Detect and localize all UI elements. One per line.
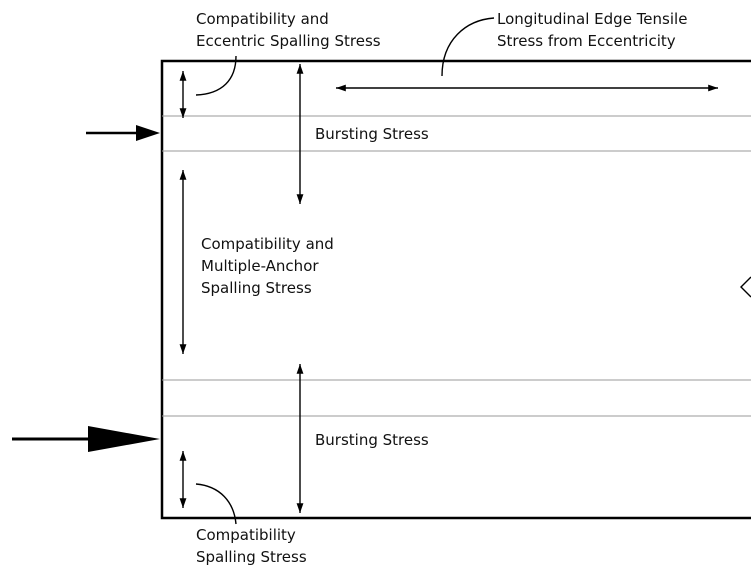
- centerline-symbol: [740, 276, 751, 298]
- label-compat-bottom-line2: Spalling Stress: [196, 548, 307, 566]
- load-arrow-top: [86, 125, 160, 141]
- load-arrow-bottom: [12, 426, 160, 452]
- member-outline: [160, 59, 751, 520]
- label-bursting-top: Bursting Stress: [315, 123, 429, 145]
- label-longitudinal-line2: Stress from Eccentricity: [497, 32, 676, 50]
- label-bursting-top-text: Bursting Stress: [315, 125, 429, 143]
- label-bursting-bottom: Bursting Stress: [315, 429, 429, 451]
- label-compat-multiple-line3: Spalling Stress: [201, 279, 312, 297]
- label-compat-eccentric-line2: Eccentric Spalling Stress: [196, 32, 381, 50]
- label-compat-multiple: Compatibility and Multiple-Anchor Spalli…: [201, 233, 334, 299]
- label-compat-bottom: Compatibility Spalling Stress: [196, 524, 307, 568]
- label-compat-eccentric: Compatibility and Eccentric Spalling Str…: [196, 8, 381, 52]
- leader-eccentric-spalling: [195, 55, 237, 96]
- label-compat-multiple-line2: Multiple-Anchor: [201, 257, 319, 275]
- label-compat-eccentric-line1: Compatibility and: [196, 10, 329, 28]
- label-compat-bottom-line1: Compatibility: [196, 526, 296, 544]
- leader-longitudinal: [441, 17, 495, 77]
- label-longitudinal-line1: Longitudinal Edge Tensile: [497, 10, 688, 28]
- leader-compat-spalling: [195, 483, 237, 525]
- label-longitudinal-edge: Longitudinal Edge Tensile Stress from Ec…: [497, 8, 687, 52]
- label-bursting-bottom-text: Bursting Stress: [315, 431, 429, 449]
- label-compat-multiple-line1: Compatibility and: [201, 235, 334, 253]
